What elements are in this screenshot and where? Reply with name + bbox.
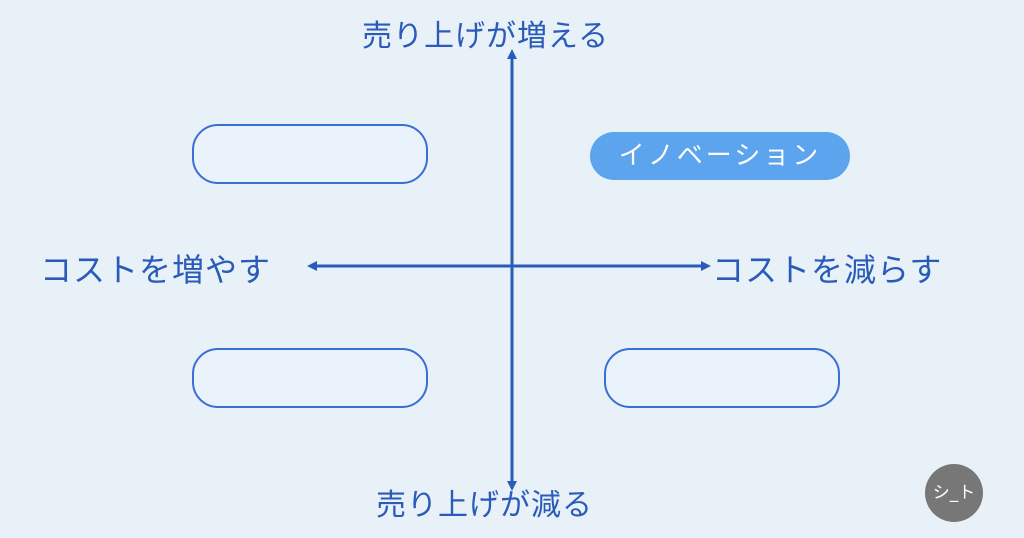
axis-label-top: 売り上げが増える xyxy=(362,19,610,54)
quadrant-bottom-right-box xyxy=(604,348,840,408)
quadrant-bottom-left-box xyxy=(192,348,428,408)
quadrant-top-right-tag: イノベーション xyxy=(590,132,850,180)
watermark-badge: シ_ト xyxy=(925,464,983,522)
axis-label-bottom: 売り上げが減る xyxy=(376,488,593,523)
quadrant-top-left-box xyxy=(192,124,428,184)
axis-label-left: コストを増やす xyxy=(40,251,272,289)
axis-label-right: コストを減らす xyxy=(712,251,943,289)
